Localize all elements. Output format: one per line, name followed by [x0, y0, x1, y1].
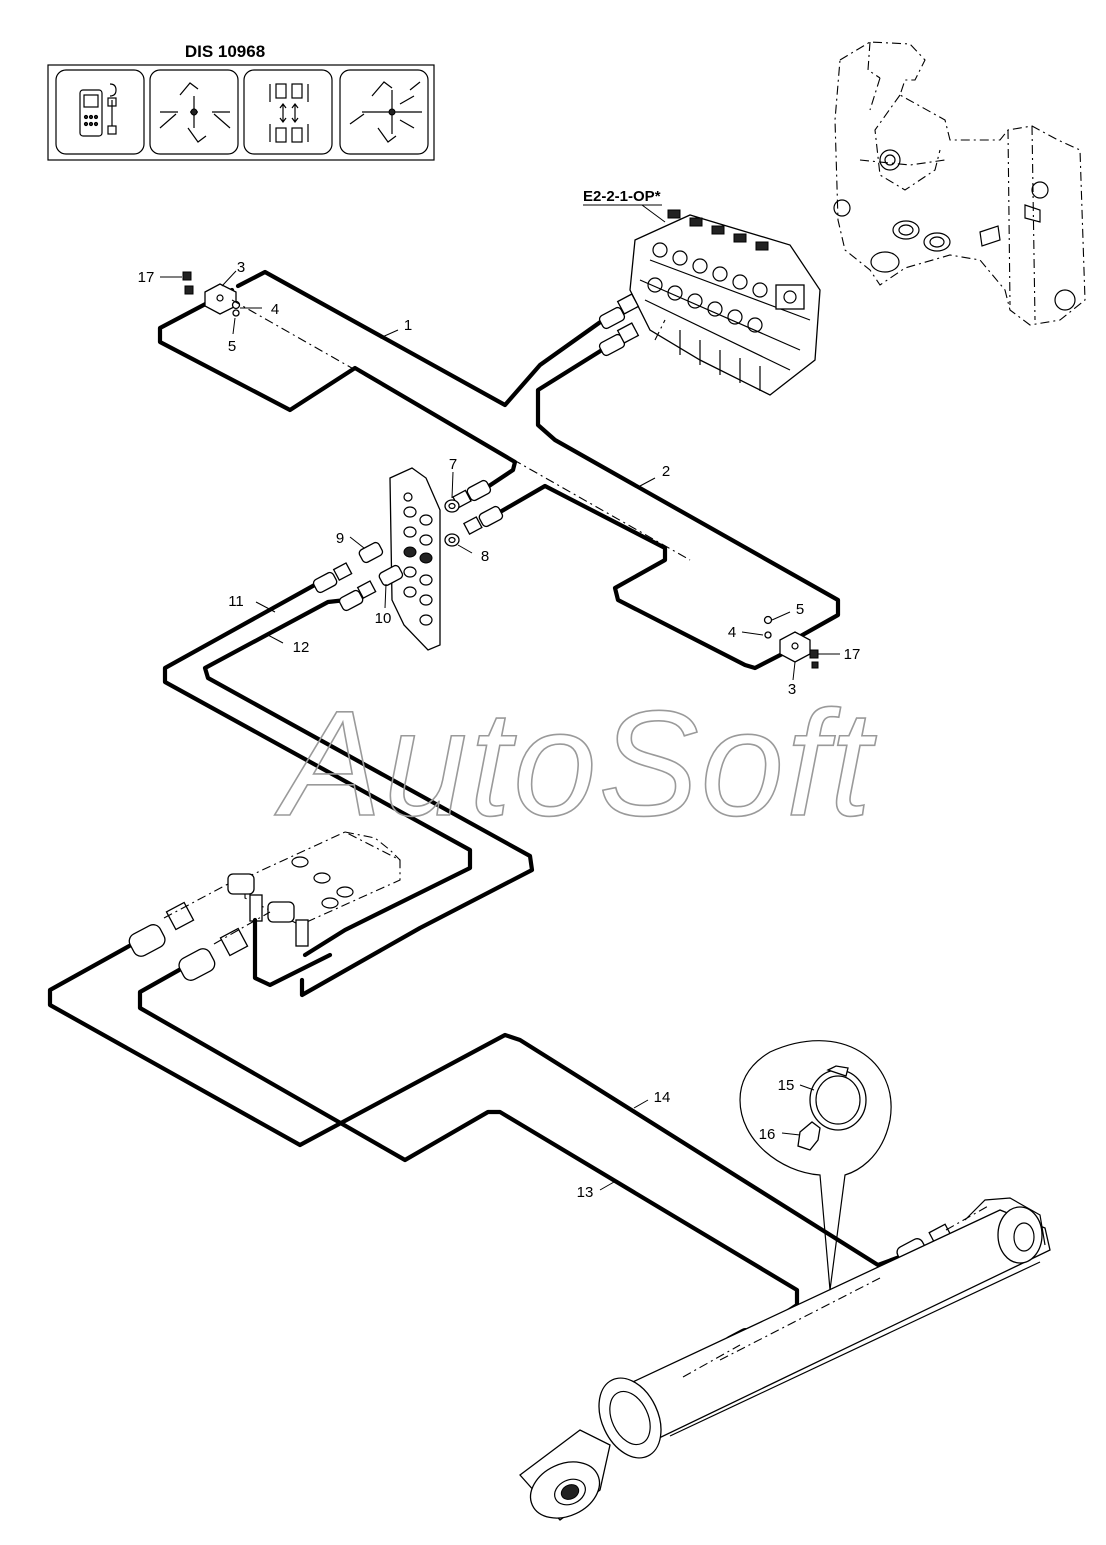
- decal-panel-3: [243, 69, 333, 155]
- clamp-left: [182, 271, 241, 317]
- leader-lines: [160, 270, 840, 1191]
- bulkhead-bracket: [389, 467, 441, 651]
- callout-10: 10: [375, 610, 392, 627]
- control-valve-block: E2-2-1-OP*: [583, 188, 821, 396]
- decal-panel: DIS 10968: [47, 42, 435, 161]
- callout-13: 13: [577, 1184, 594, 1201]
- decal-panel-2: [149, 69, 239, 155]
- hose-13: [137, 962, 800, 1341]
- decal-panel-4: [339, 69, 429, 155]
- hose-1: [157, 269, 609, 491]
- callout-7: 7: [449, 456, 457, 473]
- decal-panel-1: [55, 69, 145, 155]
- hose-2: [497, 337, 841, 671]
- callout-9: 9: [336, 530, 344, 547]
- callout-labels: 17 3 4 5 1 2 7 8 9 10 11 12 5 4 17 3 14 …: [138, 259, 861, 1201]
- callout-2: 2: [662, 463, 670, 480]
- watermark: AutoSoft: [274, 679, 877, 847]
- callout-5-left: 5: [228, 338, 236, 355]
- hose-14: [47, 937, 908, 1268]
- boom-frame-mount: [833, 41, 1086, 326]
- excavator-boom-arrows-icon: [159, 82, 231, 143]
- callout-12: 12: [293, 639, 310, 656]
- callout-8: 8: [481, 548, 489, 565]
- callout-14: 14: [654, 1089, 671, 1106]
- clamp-right: [763, 615, 819, 669]
- manifold-block: [227, 831, 401, 947]
- callout-16: 16: [759, 1126, 776, 1143]
- callout-17-left: 17: [138, 269, 155, 286]
- hoses: [47, 269, 908, 1341]
- hydraulic-cylinder: [519, 1197, 1051, 1521]
- valve-ref-label: E2-2-1-OP*: [583, 188, 661, 205]
- track-movement-icon: [269, 83, 309, 143]
- callout-4-right: 4: [728, 624, 736, 641]
- callout-11: 11: [228, 593, 244, 610]
- center-lines: [163, 299, 991, 1378]
- decal-title: DIS 10968: [185, 42, 265, 61]
- callout-1: 1: [404, 317, 412, 334]
- hose-12: [202, 597, 535, 998]
- callout-4-left: 4: [271, 301, 279, 318]
- callout-3-left: 3: [237, 259, 245, 276]
- callout-15: 15: [778, 1077, 795, 1094]
- callout-3-right: 3: [788, 681, 796, 698]
- excavator-swing-arrows-icon: [349, 81, 422, 143]
- hose-11: [162, 579, 473, 958]
- detail-circle: [739, 1040, 892, 1291]
- callout-5-right: 5: [796, 601, 804, 618]
- callout-17-right: 17: [844, 646, 861, 663]
- control-box-icon: [79, 83, 117, 137]
- decal-frame: [47, 64, 435, 161]
